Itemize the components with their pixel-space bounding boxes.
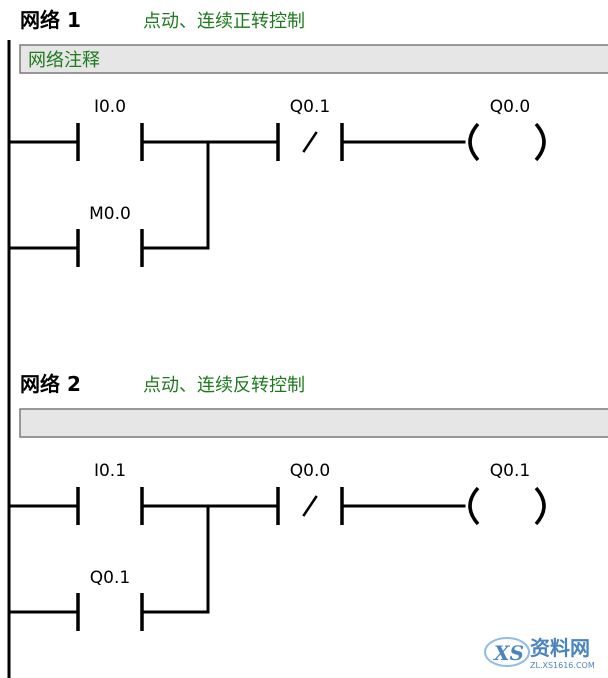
output-coil[interactable] (468, 122, 546, 162)
contact-nc-address: Q0.0 (290, 461, 330, 481)
network-1-comment-box[interactable] (19, 44, 608, 74)
network-2-comment-box[interactable] (19, 408, 608, 438)
network-1-title: 点动、连续正转控制 (143, 11, 305, 32)
xs-logo-icon: XS (484, 637, 530, 667)
contact-nc[interactable] (276, 123, 344, 161)
watermark-url: ZL.XS1616.COM (530, 661, 595, 670)
contact-1-address: I0.0 (94, 97, 126, 117)
contact-parallel-address: M0.0 (89, 204, 131, 224)
watermark-text: 资料网 (530, 636, 590, 660)
contact-no[interactable] (76, 123, 144, 161)
contact-no[interactable] (76, 229, 144, 267)
contact-parallel-address: Q0.1 (90, 568, 130, 588)
contact-nc-address: Q0.1 (290, 97, 330, 117)
watermark: XS 资料网 ZL.XS1616.COM (484, 636, 595, 670)
network-1-comment-text: 网络注释 (28, 50, 100, 71)
network-1-label: 网络 1 (20, 8, 81, 32)
output-coil[interactable] (468, 486, 546, 526)
coil-address: Q0.1 (490, 461, 530, 481)
contact-1-address: I0.1 (94, 461, 126, 481)
contact-nc[interactable] (276, 487, 344, 525)
contact-no[interactable] (76, 593, 144, 631)
contact-no[interactable] (76, 487, 144, 525)
coil-address: Q0.0 (490, 97, 530, 117)
network-2-label: 网络 2 (20, 372, 81, 396)
network-2: 网络 2 点动、连续反转控制 I0.1 Q0.0 Q0.1 (7, 372, 608, 631)
network-2-title: 点动、连续反转控制 (143, 375, 305, 396)
watermark-logo: XS (492, 641, 524, 665)
network-1: 网络 1 点动、连续正转控制 网络注释 I0.0 Q0.1 Q0.0 (7, 8, 608, 267)
